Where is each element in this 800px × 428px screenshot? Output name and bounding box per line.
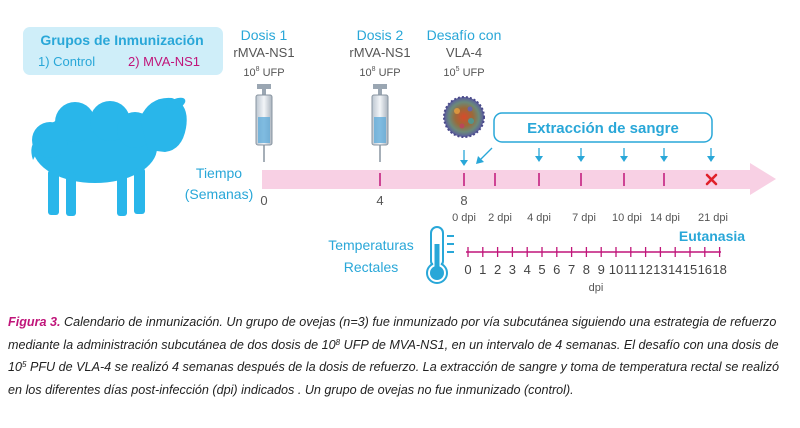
dpi-label: 10 dpi xyxy=(612,212,642,224)
dose-1-info: Dosis 1 rMVA-NS1 108 UFP xyxy=(233,27,294,79)
challenge-title: Desafío con xyxy=(427,27,502,43)
group-control-label: 1) Control xyxy=(38,54,95,69)
rectal-axis-tick-label: 10 xyxy=(609,262,623,277)
rectal-axis-tick-label: 14 xyxy=(668,262,682,277)
caption-text-2: UFP de MVA-NS1, en un intervalo de 4 sem… xyxy=(8,337,779,375)
syringe-1-icon xyxy=(255,84,273,162)
rectal-axis-tick-label: 5 xyxy=(538,262,545,277)
immunization-diagram: Grupos de Inmunización 1) Control 2) MVA… xyxy=(23,27,776,294)
dose-2-vaccine: rMVA-NS1 xyxy=(349,45,410,60)
challenge-virus: VLA-4 xyxy=(446,45,482,60)
dpi-label: 4 dpi xyxy=(527,212,551,224)
rectal-axis-tick-label: 4 xyxy=(524,262,531,277)
rectal-axis-tick-label: 18 xyxy=(712,262,726,277)
dpi-label: 14 dpi xyxy=(650,212,680,224)
timeline-label-line2: (Semanas) xyxy=(185,186,253,202)
virus-icon xyxy=(443,96,485,138)
caption-sup-1: 8 xyxy=(335,337,341,347)
challenge-amount: 105 UFP xyxy=(443,66,484,79)
dpi-label: 7 dpi xyxy=(572,212,596,224)
rectal-axis-tick-label: 1 xyxy=(479,262,486,277)
dpi-labels: 0 dpi 2 dpi 4 dpi 7 dpi 10 dpi 14 dpi 21… xyxy=(452,212,728,224)
week-0-label: 0 xyxy=(260,193,267,208)
rectal-axis-tick-label: 7 xyxy=(568,262,575,277)
euthanasia-x-icon xyxy=(705,173,718,186)
groups-title: Grupos de Inmunización xyxy=(40,32,203,48)
group-vaccinated-label: 2) MVA-NS1 xyxy=(128,54,200,69)
blood-extraction-label: Extracción de sangre xyxy=(527,120,679,137)
rectal-axis-tick-label: 13 xyxy=(653,262,667,277)
caption-text-3: PFU de VLA-4 se realizó 4 semanas despué… xyxy=(8,360,779,397)
week-8-label: 8 xyxy=(460,193,467,208)
rectal-axis-tick-label: 9 xyxy=(598,262,605,277)
rectal-axis-unit: dpi xyxy=(589,282,604,294)
dpi-label: 2 dpi xyxy=(488,212,512,224)
rectal-axis-tick-label: 3 xyxy=(509,262,516,277)
dpi-label: 21 dpi xyxy=(698,212,728,224)
timeline-label-line1: Tiempo xyxy=(196,165,242,181)
rectal-axis-tick-label: 8 xyxy=(583,262,590,277)
rectal-axis-tick-label: 11 xyxy=(624,262,638,277)
challenge-info: Desafío con VLA-4 105 UFP xyxy=(427,27,502,79)
blood-extraction-box: Extracción de sangre xyxy=(493,112,713,143)
caption-text-1: Calendario de inmunización. Un grupo de … xyxy=(8,315,777,352)
euthanasia-label: Eutanasia xyxy=(679,228,745,244)
blood-draw-arrows xyxy=(460,147,715,166)
dpi-label: 0 dpi xyxy=(452,212,476,224)
dose-1-vaccine: rMVA-NS1 xyxy=(233,45,294,60)
caption-sup-2: 5 xyxy=(22,360,27,369)
syringe-2-icon xyxy=(371,84,389,162)
dose-2-amount: 108 UFP xyxy=(359,66,400,79)
dose-1-amount: 108 UFP xyxy=(243,66,284,79)
caption-lead: Figura 3. xyxy=(8,315,61,329)
sheep-icon xyxy=(31,97,187,216)
rectal-axis-tick-label: 15 xyxy=(683,262,697,277)
rectal-axis-tick-label: 6 xyxy=(553,262,560,277)
rectal-axis-tick-label: 12 xyxy=(638,262,652,277)
groups-box-bg xyxy=(23,27,223,75)
rectal-axis-tick-label: 2 xyxy=(494,262,501,277)
rectal-axis-tick-label: 0 xyxy=(464,262,471,277)
dose-2-title: Dosis 2 xyxy=(357,27,404,43)
rectal-axis-tick-label: 16 xyxy=(698,262,712,277)
week-4-label: 4 xyxy=(376,193,383,208)
timeline-arrow xyxy=(262,163,776,195)
dose-2-info: Dosis 2 rMVA-NS1 108 UFP xyxy=(349,27,410,79)
figure-caption: Figura 3. Calendario de inmunización. Un… xyxy=(8,311,792,401)
thermometer-icon xyxy=(426,226,454,284)
dose-1-title: Dosis 1 xyxy=(241,27,288,43)
rectal-label-line1: Temperaturas xyxy=(328,237,414,253)
groups-box: Grupos de Inmunización 1) Control 2) MVA… xyxy=(23,27,223,75)
rectal-label-line2: Rectales xyxy=(344,259,398,275)
